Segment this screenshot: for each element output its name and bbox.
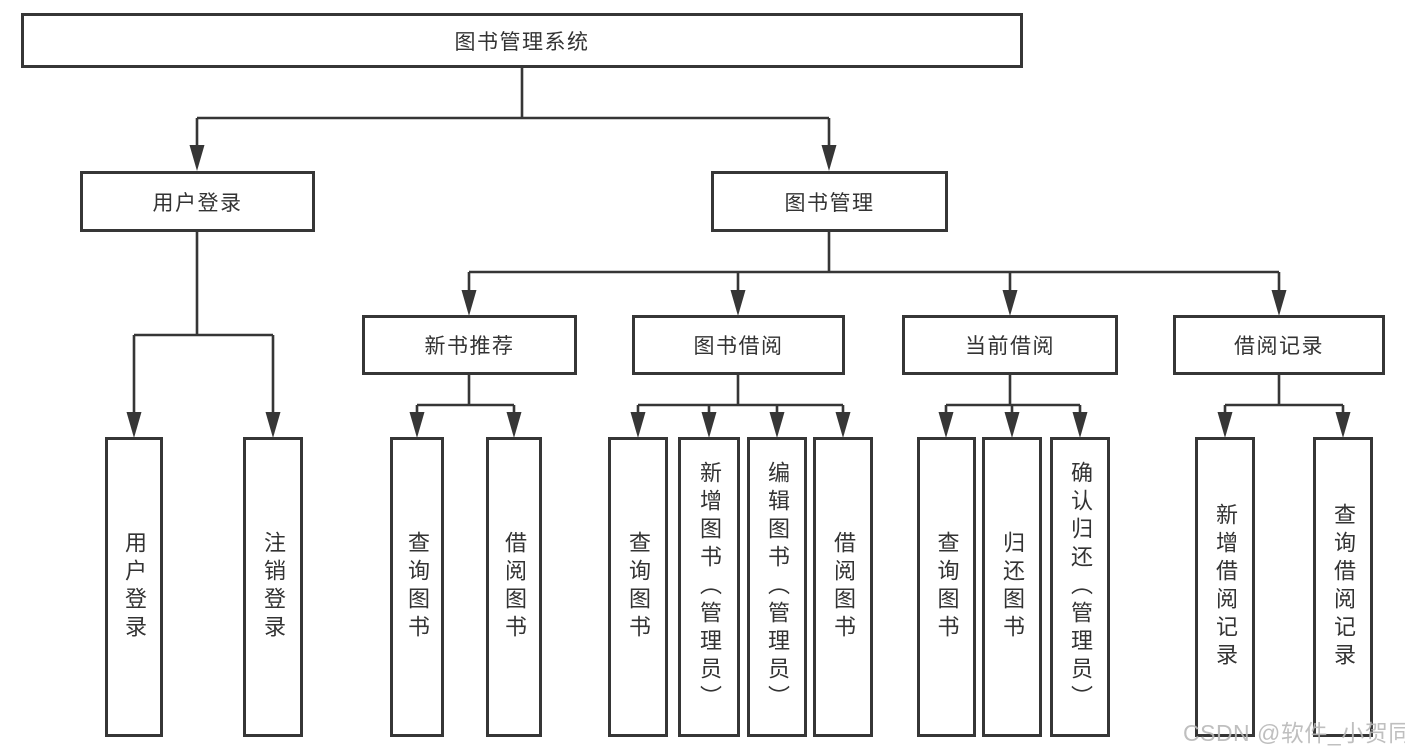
- node-label: 当前借阅: [965, 335, 1055, 358]
- node-label: 归还图书: [1000, 531, 1025, 643]
- leaf-borrow-books-recommend: 借阅图书: [486, 437, 542, 737]
- leaf-add-book-admin: 新增图书（管理员）: [678, 437, 740, 737]
- node-new-book-recommendation: 新书推荐: [362, 315, 577, 375]
- leaf-add-borrow-record: 新增借阅记录: [1195, 437, 1255, 737]
- node-label: 借阅图书: [502, 531, 527, 643]
- node-label: 新增借阅记录: [1213, 503, 1238, 671]
- node-current-borrowing: 当前借阅: [902, 315, 1118, 375]
- leaf-query-borrow-record: 查询借阅记录: [1313, 437, 1373, 737]
- leaf-user-login: 用户登录: [105, 437, 163, 737]
- node-label: 注销登录: [261, 531, 286, 643]
- node-label: 借阅图书: [831, 531, 856, 643]
- node-book-borrowing: 图书借阅: [632, 315, 845, 375]
- node-label: 用户登录: [152, 191, 243, 215]
- node-label: 图书借阅: [693, 335, 784, 358]
- node-label: 图书管理系统: [454, 30, 590, 54]
- leaf-return-books: 归还图书: [982, 437, 1042, 737]
- node-label: 查询图书: [626, 531, 651, 643]
- node-label: 编辑图书（管理员）: [765, 461, 790, 713]
- leaf-borrow-books: 借阅图书: [813, 437, 873, 737]
- csdn-watermark: CSDN @软件_小贺同学: [1183, 720, 1405, 746]
- node-label: 新增图书（管理员）: [697, 461, 722, 713]
- node-label: 借阅记录: [1234, 335, 1324, 358]
- leaf-query-books-current: 查询图书: [917, 437, 976, 737]
- leaf-logout: 注销登录: [243, 437, 303, 737]
- node-label: 确认归还（管理员）: [1068, 461, 1093, 713]
- leaf-query-books-recommend: 查询图书: [390, 437, 444, 737]
- node-label: 图书管理: [784, 191, 875, 215]
- node-book-management: 图书管理: [711, 171, 948, 232]
- leaf-confirm-return-admin: 确认归还（管理员）: [1050, 437, 1110, 737]
- node-label: 新书推荐: [424, 335, 515, 358]
- node-label: 查询图书: [405, 531, 430, 643]
- node-label: 查询借阅记录: [1331, 503, 1356, 671]
- leaf-query-books-borrow: 查询图书: [608, 437, 668, 737]
- node-library-management-system: 图书管理系统: [21, 13, 1023, 68]
- node-label: 用户登录: [122, 531, 147, 643]
- node-user-login: 用户登录: [80, 171, 315, 232]
- node-borrowing-records: 借阅记录: [1173, 315, 1385, 375]
- leaf-edit-book-admin: 编辑图书（管理员）: [747, 437, 807, 737]
- node-label: 查询图书: [934, 531, 960, 643]
